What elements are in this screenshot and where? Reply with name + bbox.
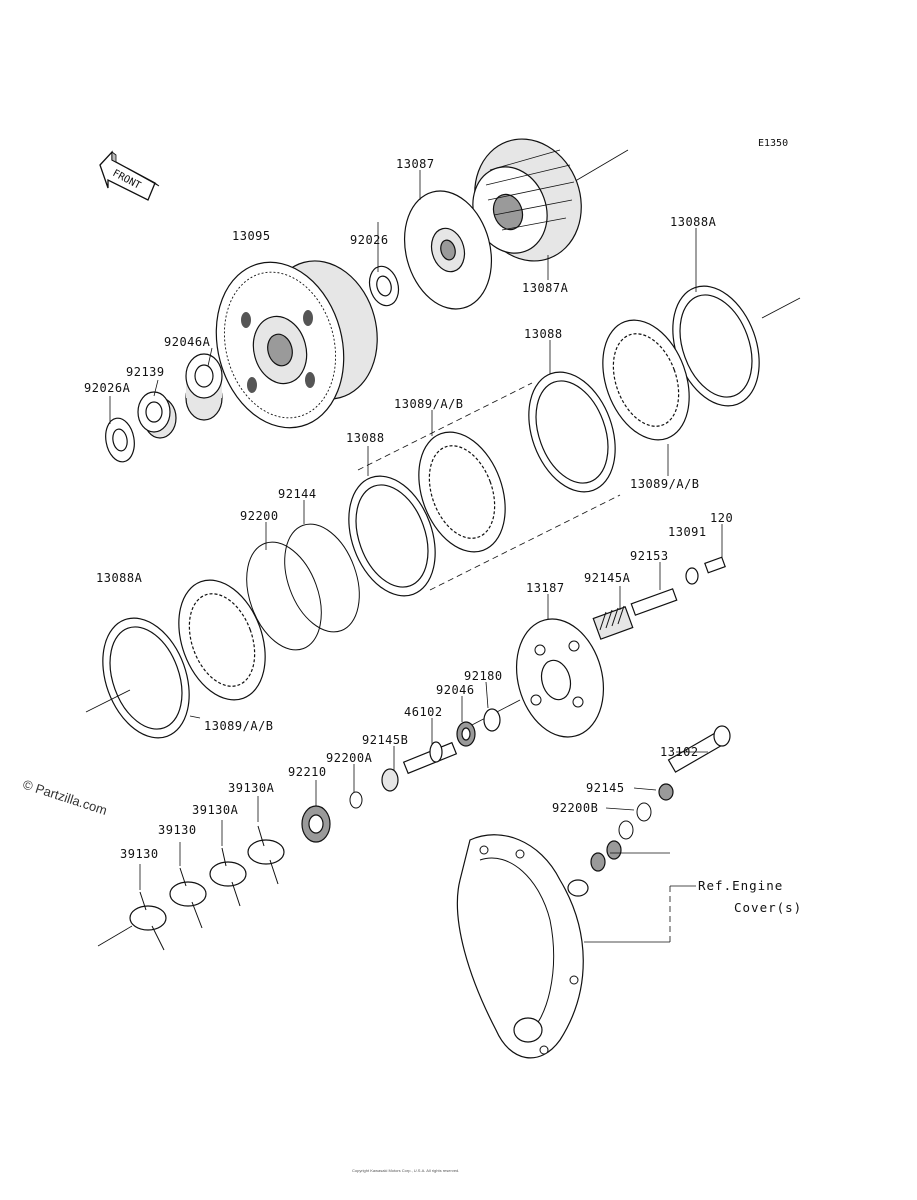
bolt-120 (704, 556, 726, 574)
pushrod-46102 (402, 741, 458, 775)
label-92200: 92200 (240, 509, 279, 523)
needle-bearing-92046A (185, 353, 223, 421)
ring-92200 (246, 541, 322, 651)
friction-plate-13088A-top (672, 285, 760, 407)
plate-13187 (515, 618, 605, 738)
label-92145: 92145 (586, 781, 625, 795)
label-13089-mid: 13089/A/B (394, 397, 464, 411)
label-92046: 92046 (436, 683, 475, 697)
diagram-code: E1350 (758, 138, 788, 149)
steel-plate-13089-bottom (178, 579, 266, 701)
collar-92139 (137, 391, 177, 439)
clutch-housing-13095 (215, 260, 378, 429)
spring-92145 (658, 783, 674, 801)
cam-39130A-b (209, 847, 247, 907)
label-13095: 13095 (232, 229, 271, 243)
label-92210: 92210 (288, 765, 327, 779)
bolt-92153 (630, 588, 678, 616)
label-39130A-b: 39130A (192, 803, 239, 817)
label-13088A-top: 13088A (670, 215, 717, 229)
engine-cover (456, 834, 589, 1059)
label-92145A: 92145A (584, 571, 631, 585)
reference-note-line1: Ref.Engine (698, 878, 783, 893)
label-13187: 13187 (526, 581, 565, 595)
label-92144: 92144 (278, 487, 317, 501)
leader-lines (109, 170, 723, 890)
label-13102: 13102 (660, 745, 699, 759)
label-92046A: 92046A (164, 335, 211, 349)
spring-92145B (381, 768, 399, 792)
label-92145B: 92145B (362, 733, 408, 747)
label-13089-right: 13089/A/B (630, 477, 700, 491)
label-92026A: 92026A (84, 381, 131, 395)
washer-92026A (105, 417, 135, 463)
bearing-92046 (456, 721, 476, 747)
label-92026: 92026 (350, 233, 389, 247)
label-39130A-a: 39130A (228, 781, 275, 795)
friction-plate-13088A-left (85, 617, 190, 739)
bearing-92210 (301, 805, 331, 843)
reference-note-line2: Cover(s) (734, 900, 802, 915)
label-13089-bottom: 13089/A/B (204, 719, 274, 733)
cam-39130-b (97, 891, 167, 951)
spring-92145A (592, 605, 634, 640)
clutch-hub-13087A (472, 138, 582, 262)
cam-39130-a (169, 867, 207, 929)
washer-13091 (685, 567, 699, 585)
front-arrow-icon: FRONT (99, 150, 160, 201)
lever-13102 (667, 725, 731, 773)
label-13087: 13087 (396, 157, 435, 171)
steel-plate-13089-mid (418, 431, 506, 553)
label-92200A: 92200A (326, 751, 373, 765)
cam-39130A-a (247, 825, 285, 885)
friction-plate-13088-top (528, 371, 616, 493)
ring-92200A (349, 791, 363, 809)
pressure-plate-13087 (403, 190, 493, 310)
washer-92026 (368, 265, 400, 307)
axis-line (761, 297, 801, 319)
label-92153: 92153 (630, 549, 669, 563)
alignment-line (429, 494, 621, 591)
watermark-text: © Partzilla.com (21, 777, 109, 818)
label-92180: 92180 (464, 669, 503, 683)
label-39130-b: 39130 (120, 847, 159, 861)
label-13091: 13091 (668, 525, 707, 539)
label-13088-top: 13088 (524, 327, 563, 341)
label-120: 120 (710, 511, 733, 525)
steel-plate-13089-right (602, 319, 690, 441)
copyright-footer: Copyright Kawasaki Motors Corp., U.S.A. … (352, 1168, 459, 1173)
label-13088A-left: 13088A (96, 571, 143, 585)
label-92200B: 92200B (552, 801, 598, 815)
alignment-line (357, 382, 533, 471)
label-39130-a: 39130 (158, 823, 197, 837)
ring-92200B (590, 802, 652, 872)
ring-92144 (284, 523, 360, 633)
friction-plate-13088-mid (348, 475, 436, 597)
label-13088-mid: 13088 (346, 431, 385, 445)
label-92139: 92139 (126, 365, 165, 379)
washer-92180 (483, 708, 501, 732)
label-46102: 46102 (404, 705, 443, 719)
label-13087A: 13087A (522, 281, 569, 295)
